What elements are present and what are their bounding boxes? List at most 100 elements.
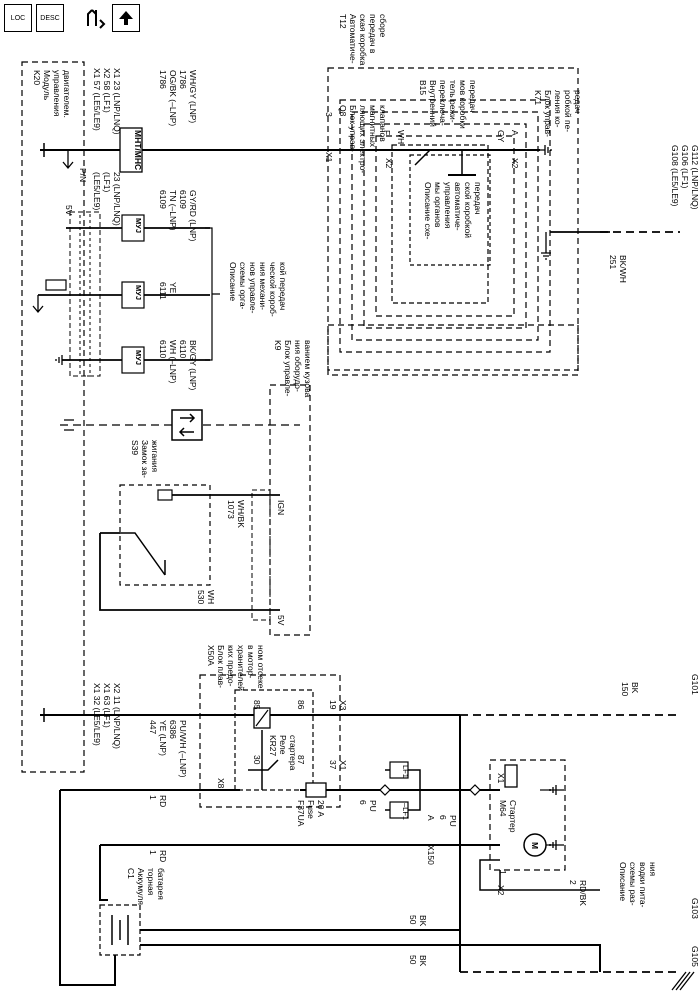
svg-text:6: 6	[438, 815, 448, 820]
not-lf1-box	[389, 801, 409, 819]
connector-view-button[interactable]	[82, 4, 110, 32]
svg-text:G101: G101	[690, 674, 700, 695]
svg-text:251: 251	[608, 255, 618, 269]
svg-text:ких предо-: ких предо-	[226, 645, 236, 687]
svg-text:схемы раз-: схемы раз-	[628, 862, 638, 906]
svg-text:RD/BK: RD/BK	[578, 880, 588, 906]
svg-text:G112 (LNP/LNQ): G112 (LNP/LNQ)	[690, 145, 700, 210]
svg-text:G105: G105	[690, 946, 700, 967]
svg-text:кой передач: кой передач	[278, 262, 288, 310]
m64-box	[489, 759, 566, 871]
svg-text:X2: X2	[510, 158, 520, 169]
svg-text:6110: 6110	[178, 340, 188, 359]
svg-text:схемы орга-: схемы орга-	[238, 262, 248, 310]
svg-text:BK: BK	[418, 955, 428, 967]
svg-text:–LF1: –LF1	[401, 803, 410, 820]
k20-label: K20	[32, 70, 42, 85]
svg-text:хранителей: хранителей	[236, 645, 246, 691]
svg-text:МУJ: МУJ	[134, 218, 143, 233]
svg-text:(LE5/LE9): (LE5/LE9)	[92, 172, 102, 210]
svg-text:86: 86	[296, 700, 306, 710]
svg-text:ления ко-: ления ко-	[553, 90, 563, 128]
svg-text:P/N: P/N	[78, 168, 88, 182]
svg-text:M64: M64	[498, 800, 508, 817]
svg-text:сборе: сборе	[378, 14, 388, 38]
loc-button[interactable]: LOC	[4, 4, 32, 32]
desc-button[interactable]: DESC	[36, 4, 64, 32]
svg-text:X8: X8	[216, 778, 226, 789]
svg-text:Аккумуля-: Аккумуля-	[136, 868, 146, 908]
wire-50bk-b	[140, 944, 601, 972]
svg-text:30: 30	[252, 755, 262, 765]
svg-text:ния механи-: ния механи-	[258, 262, 268, 310]
svg-text:6109: 6109	[178, 190, 188, 209]
myj-2	[121, 281, 145, 309]
svg-text:Блок управ-: Блок управ-	[543, 90, 553, 137]
svg-text:магнитных: магнитных	[368, 105, 378, 148]
svg-text:X1: X1	[324, 152, 334, 163]
mtt-block	[119, 127, 143, 173]
svg-text:YE: YE	[168, 282, 178, 294]
svg-text:G108 (LE5/LE9): G108 (LE5/LE9)	[670, 145, 680, 207]
connector-view-icon	[87, 9, 106, 29]
x50a-box	[199, 674, 341, 808]
svg-text:Fuse: Fuse	[306, 800, 316, 819]
wire-1rd-b	[99, 845, 108, 901]
svg-text:1: 1	[148, 850, 158, 855]
svg-text:батарея: батарея	[156, 868, 166, 900]
up-arrow-button[interactable]	[112, 4, 140, 32]
svg-text:X50A: X50A	[206, 645, 216, 666]
svg-text:Модуль: Модуль	[42, 70, 52, 101]
svg-text:X3: X3	[338, 700, 348, 711]
svg-text:530: 530	[196, 590, 206, 604]
svg-text:X1: X1	[496, 773, 506, 784]
svg-text:6: 6	[358, 800, 368, 805]
svg-text:Стартер: Стартер	[508, 800, 518, 833]
svg-text:G106 (LF1): G106 (LF1)	[680, 145, 690, 189]
svg-text:МУJ: МУJ	[134, 350, 143, 365]
svg-text:A: A	[426, 815, 436, 821]
svg-text:6111: 6111	[158, 282, 168, 300]
svg-text:TN (–LNP): TN (–LNP)	[168, 190, 178, 231]
svg-text:X1 23 (LNP/LNQ): X1 23 (LNP/LNQ)	[112, 68, 122, 135]
b15-box	[391, 144, 489, 304]
svg-text:передач: передач	[473, 182, 483, 215]
ground-g108	[671, 971, 695, 991]
svg-text:2: 2	[568, 880, 578, 885]
svg-text:торная: торная	[146, 868, 156, 896]
svg-text:150: 150	[620, 682, 630, 696]
svg-text:Внутренний: Внутренний	[428, 80, 438, 127]
svg-text:F37UA: F37UA	[296, 800, 306, 827]
svg-text:Описание схе-: Описание схе-	[423, 182, 433, 240]
k9-box	[269, 384, 311, 636]
svg-text:87: 87	[296, 755, 306, 765]
svg-text:Описание: Описание	[618, 862, 628, 901]
kr27-box	[234, 689, 314, 791]
svg-text:KR27: KR27	[268, 735, 278, 757]
svg-text:передач в: передач в	[368, 14, 378, 54]
svg-text:50: 50	[408, 955, 418, 965]
svg-text:85: 85	[252, 700, 262, 710]
svg-text:447: 447	[148, 720, 158, 734]
svg-text:G103: G103	[690, 898, 700, 919]
svg-text:A: A	[510, 130, 520, 136]
svg-text:WH: WH	[206, 590, 216, 604]
pn-switch	[40, 143, 74, 170]
svg-text:X1 63 (LF1): X1 63 (LF1)	[102, 683, 112, 728]
svg-text:ческой короб-: ческой короб-	[268, 262, 278, 317]
svg-text:ской коробкой: ской коробкой	[463, 182, 473, 238]
svg-text:50: 50	[408, 915, 418, 925]
svg-text:ляющих электро-: ляющих электро-	[358, 105, 368, 173]
svg-text:B15: B15	[418, 80, 428, 95]
svg-text:RD: RD	[158, 850, 168, 862]
svg-text:двигателем.: двигателем.	[62, 70, 72, 118]
svg-text:1: 1	[148, 795, 158, 800]
svg-text:Блок плав-: Блок плав-	[216, 645, 226, 688]
svg-text:клапанов: клапанов	[378, 105, 388, 142]
svg-text:5V: 5V	[64, 205, 74, 216]
svg-text:Q8: Q8	[338, 105, 348, 117]
svg-text:5V: 5V	[276, 615, 286, 626]
svg-text:37: 37	[328, 760, 338, 770]
svg-text:BK: BK	[630, 682, 640, 694]
svg-text:МНТ/МНС: МНТ/МНС	[133, 130, 143, 170]
